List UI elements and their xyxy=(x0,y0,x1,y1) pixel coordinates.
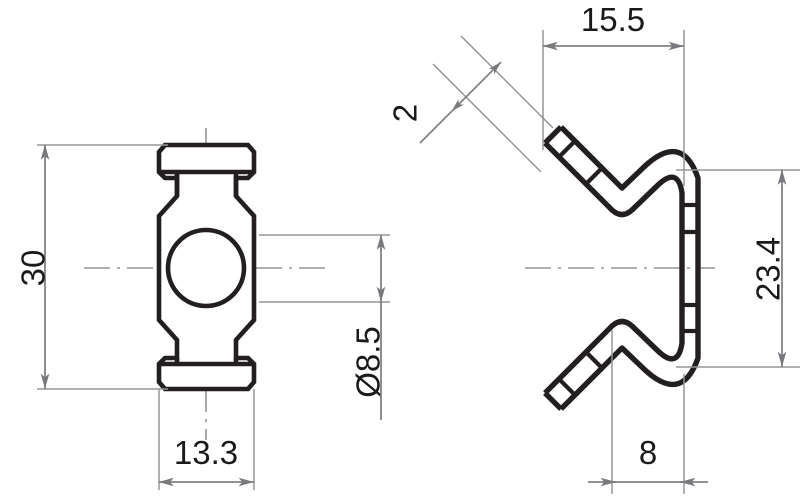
back-band-tick-marks xyxy=(682,202,698,334)
dimension-label-8: 8 xyxy=(639,434,657,471)
dimension-width-13-3: 13.3 xyxy=(158,389,255,490)
dimension-thickness-2: 2 xyxy=(387,35,554,173)
upper-arm-end-cap xyxy=(543,125,563,145)
dimension-width-8: 8 xyxy=(588,330,708,494)
upper-arm-tick-1 xyxy=(557,139,577,159)
center-hole xyxy=(165,227,247,309)
dimension-label-13-3: 13.3 xyxy=(174,434,238,471)
dimension-height-23-4: 23.4 xyxy=(676,169,800,368)
ext-line-2-outer xyxy=(460,35,554,129)
upper-arm-tick-marks xyxy=(557,139,604,186)
lower-arm-tick-1 xyxy=(557,377,577,397)
dimension-label-30: 30 xyxy=(15,250,52,287)
dimension-label-2: 2 xyxy=(387,104,424,122)
dimension-label-23-4: 23.4 xyxy=(750,237,787,301)
hook-profile-outer-edge xyxy=(559,125,701,411)
front-view: 30 13.3 Ø8.5 xyxy=(15,128,390,490)
ext-line-2-inner xyxy=(432,63,542,173)
dimension-hole-8-5: Ø8.5 xyxy=(259,234,390,420)
lower-arm-tick-marks xyxy=(557,350,604,397)
dim-line-2-extension xyxy=(419,110,453,144)
side-view: 15.5 23.4 8 xyxy=(387,1,800,494)
hook-profile-outline xyxy=(543,141,685,395)
dimension-label-15-5: 15.5 xyxy=(581,1,645,38)
upper-arm-tick-2 xyxy=(584,166,604,186)
lower-arm-end-cap xyxy=(543,391,563,411)
clip-neck-lines xyxy=(174,169,236,367)
dimension-label-8-5: Ø8.5 xyxy=(350,326,387,398)
dim-line-2 xyxy=(451,61,502,112)
lower-arm-tick-2 xyxy=(584,350,604,370)
dimension-depth-15-5: 15.5 xyxy=(542,1,685,186)
dimension-height-30: 30 xyxy=(15,144,168,390)
